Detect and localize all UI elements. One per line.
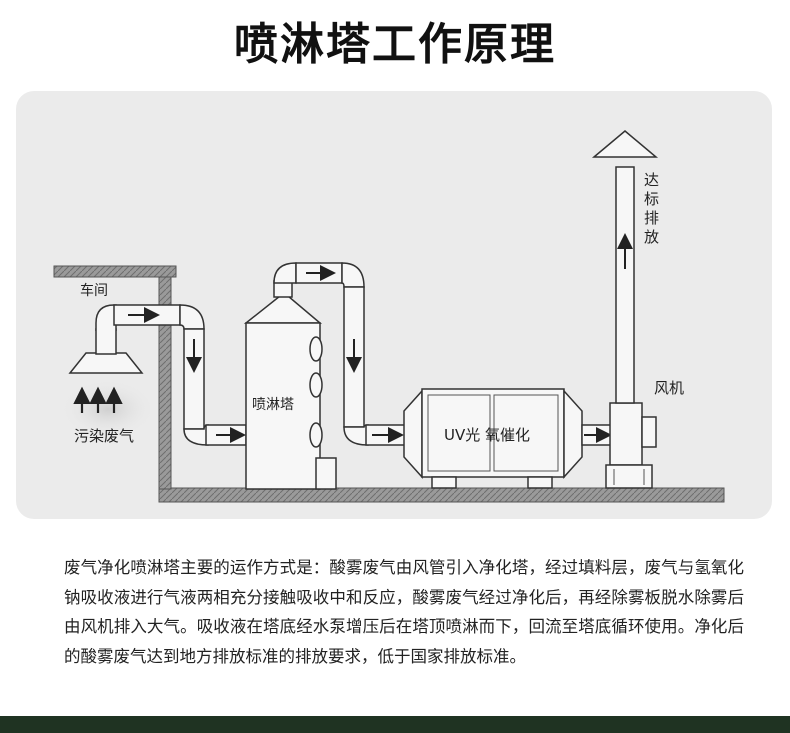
uv-unit-label: UV光 氧催化 [444,426,530,444]
spray-tower-label: 喷淋塔 [252,397,294,413]
chimney-cap [591,130,659,158]
discharge-label: 达 标 排 放 [644,171,659,246]
fan-motor [641,416,657,448]
description-text: 废气净化喷淋塔主要的运作方式是：酸雾废气由风管引入净化塔，经过填料层，废气与氢氧… [64,558,744,666]
tower-viewports [309,336,323,448]
tower-outlet-elbow-3 [343,424,369,446]
discharge-char: 达 [644,171,659,189]
hood-neck [95,328,117,355]
discharge-char: 标 [644,190,659,208]
workshop-label: 车间 [80,282,108,299]
exhaust-hood [68,352,144,374]
diagram-panel: 车间 污染废气 [16,91,772,519]
inlet-duct-up [95,304,117,331]
workshop-wall [158,276,172,490]
tower-pump [315,457,337,490]
spray-tower-roof [243,295,323,324]
uv-inlet-taper [403,389,423,479]
exhaust-arrows [73,386,123,413]
fan-housing [609,402,643,466]
discharge-char: 排 [644,209,659,227]
uv-unit-body [421,388,565,478]
uv-foot-right [527,476,553,489]
uv-foot-left [431,476,457,489]
discharge-char: 放 [644,228,659,246]
process-diagram: 车间 污染废气 [53,130,725,503]
uv-unit-panel-left [427,394,491,472]
spray-tower-body [245,322,321,490]
chimney-stack [615,166,635,404]
fan-label: 风机 [654,379,684,397]
footer-bar [0,716,790,733]
fan-base [605,464,653,489]
ground-slab [158,487,725,503]
tower-outlet-elbow [273,262,297,284]
page-title: 喷淋塔工作原理 [234,19,556,70]
workshop-ceiling [53,265,177,278]
uv-unit-panel-right [493,394,559,472]
exhaust-gas-label: 污染废气 [74,427,134,445]
inlet-duct-elbow [179,304,205,330]
inlet-flow-arrows [128,307,246,443]
tower-outlet-elbow-2 [341,262,365,288]
tower-outlet-arrows [306,265,404,443]
uv-outlet-taper [563,389,583,479]
